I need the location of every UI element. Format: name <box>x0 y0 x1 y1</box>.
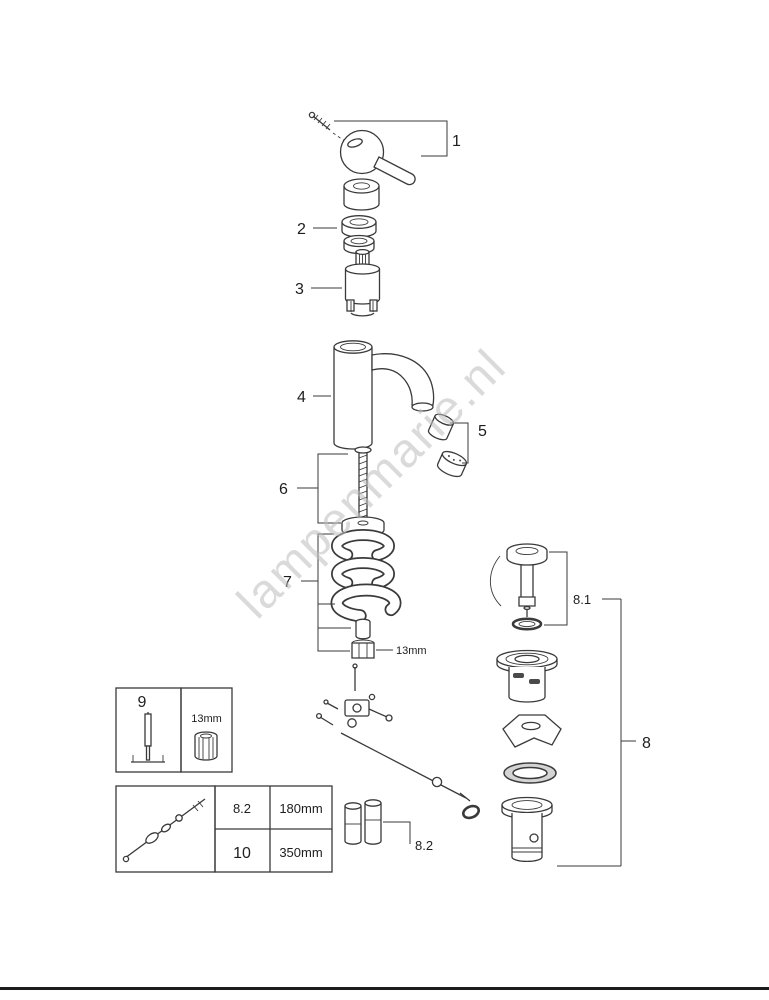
callout-6-label: 6 <box>279 481 288 498</box>
callout-8-2-label: 8.2 <box>415 838 433 853</box>
tool-nut-size-label: 13mm <box>191 713 222 725</box>
popup-lever-mechanism <box>315 693 393 728</box>
pivot-pin <box>352 663 358 691</box>
size-table: 8.2 180mm 10 350mm <box>214 785 333 873</box>
handle-lever <box>339 129 416 186</box>
escutcheon-rings <box>341 215 377 255</box>
rod-seal <box>462 804 480 820</box>
plug-washer <box>511 617 543 631</box>
callout-4-label: 4 <box>297 389 306 406</box>
drain-plug <box>489 543 548 617</box>
callout-8-2: 8.2 <box>383 821 433 853</box>
popup-rod <box>340 732 471 802</box>
drain-tailpiece <box>501 796 553 863</box>
toolbox-13mm: 13mm <box>180 687 233 773</box>
mounting-collar <box>502 714 562 748</box>
cartridge <box>344 248 381 317</box>
callout-7-label: 7 <box>283 574 292 591</box>
callout-5: 5 <box>450 422 487 464</box>
nut-size-label: 13mm <box>396 645 427 657</box>
callout-3: 3 <box>295 281 342 298</box>
callout-nut-size: 13mm <box>376 645 427 657</box>
callout-2-label: 2 <box>297 221 306 238</box>
callout-8-label: 8 <box>642 735 651 752</box>
toolbox-9: 9 <box>115 687 182 773</box>
table-cell-part-8-2: 8.2 <box>233 801 251 816</box>
callout-2: 2 <box>297 221 337 238</box>
faucet-body <box>333 340 435 450</box>
callout-5-label: 5 <box>478 423 487 440</box>
callout-8: 8 <box>557 599 651 867</box>
tool-9-label: 9 <box>138 694 147 711</box>
flange-seal <box>503 762 557 784</box>
rod-adapters <box>344 799 382 845</box>
table-cell-length-350: 350mm <box>279 845 322 860</box>
callout-8-1-label: 8.1 <box>573 592 591 607</box>
toolbox-rod-10 <box>115 785 216 873</box>
drain-flange <box>496 649 558 703</box>
handle-screw-icon <box>308 111 331 131</box>
table-cell-part-10: 10 <box>233 845 251 862</box>
handle-cap <box>343 178 380 211</box>
callout-1-label: 1 <box>452 133 461 150</box>
callout-8-1: 8.1 <box>544 551 621 626</box>
callout-4: 4 <box>297 389 331 406</box>
callout-1: 1 <box>334 120 461 157</box>
footer-rule <box>0 987 769 990</box>
callout-7: 7 <box>283 533 351 652</box>
table-cell-length-180: 180mm <box>279 801 322 816</box>
aerator-parts <box>427 413 468 478</box>
callout-6: 6 <box>279 453 348 524</box>
mounting-clamp-set <box>330 529 402 659</box>
callout-3-label: 3 <box>295 281 304 298</box>
